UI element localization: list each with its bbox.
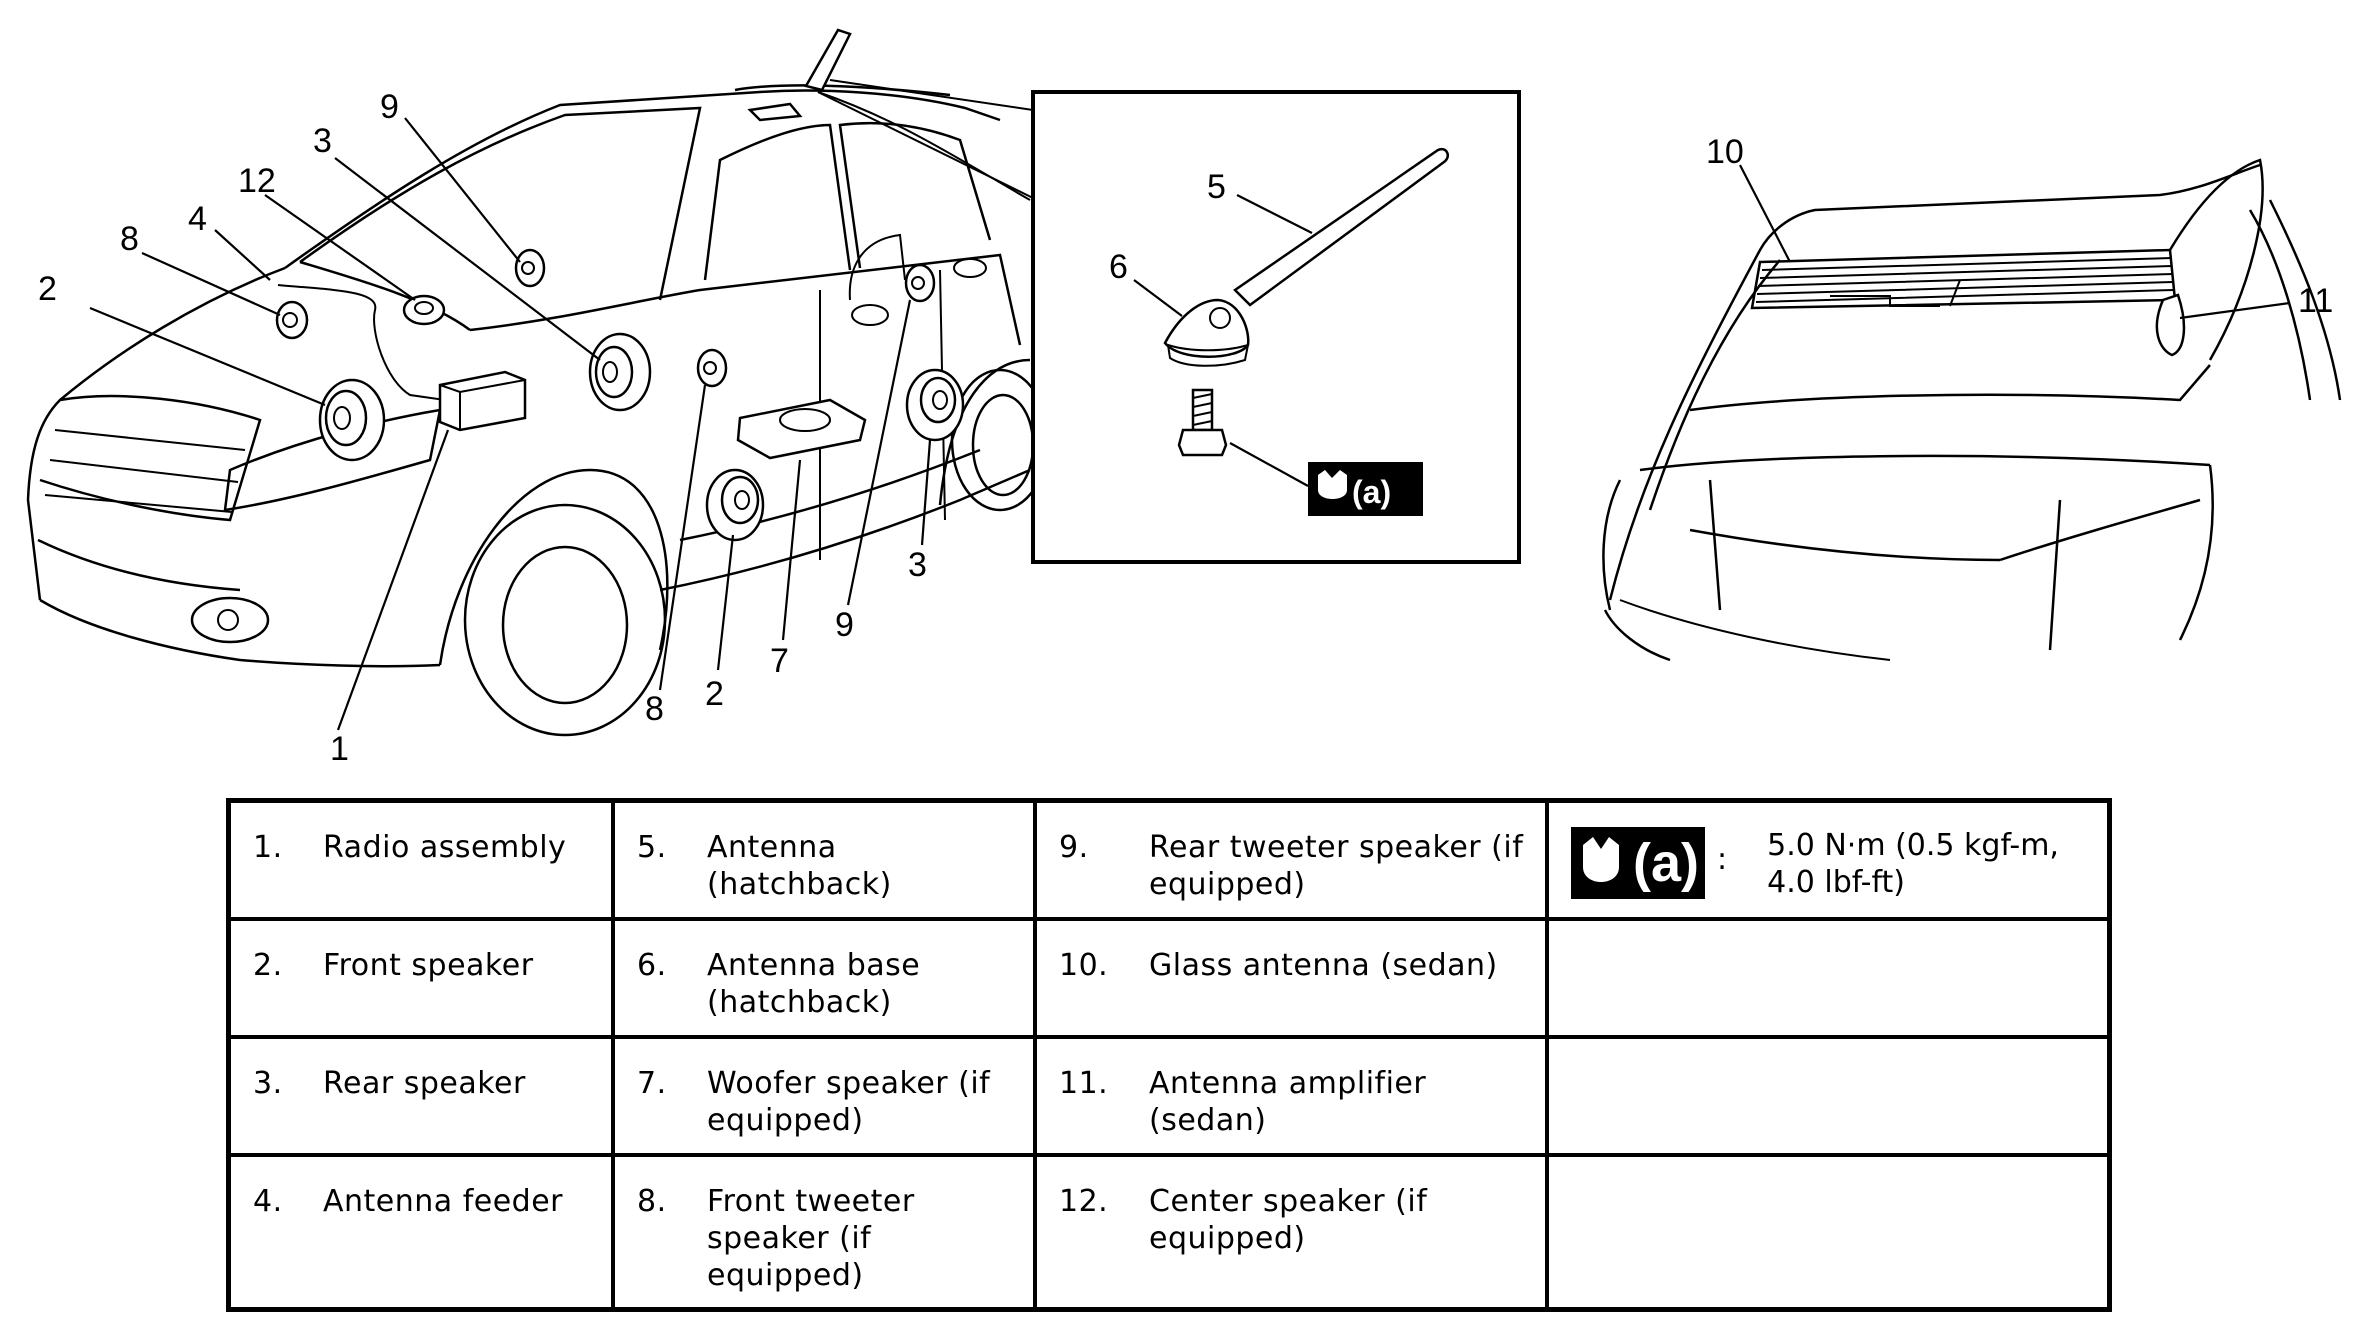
speaker-antenna-layout-diagram: 2 8 4 12 3 9 1 8 2 7 9 3 (a) 5 6: [26, 28, 2342, 768]
empty-cell: [1545, 1153, 2112, 1312]
empty-cell: [1545, 1035, 2112, 1157]
callout-9-rear-tweeter: 9: [380, 88, 399, 126]
wrench-icon: [1583, 837, 1619, 882]
legend-item-7: 7.Woofer speaker (if equipped): [637, 1066, 991, 1138]
legend-item-9: 9.Rear tweeter speaker (if equipped): [1059, 830, 1524, 902]
callout-6-antenna-base: 6: [1109, 248, 1128, 286]
callout-5-antenna: 5: [1207, 168, 1226, 206]
callout-8-front-tweeter-lower: 8: [645, 690, 664, 728]
torque-value: 5.0 N·m (0.5 kgf-m, 4.0 lbf-ft): [1767, 828, 2059, 900]
sedan-rear-drawing: 10 11: [1602, 133, 2342, 662]
parts-legend-table: 1.Radio assembly 5.Antenna (hatchback) 9…: [226, 798, 2112, 1312]
callout-3-rear-speaker-lower: 3: [908, 546, 927, 584]
legend-item-11: 11.Antenna amplifier (sedan): [1059, 1066, 1427, 1138]
table-row: 4.Antenna feeder 8.Front tweeter speaker…: [226, 1153, 2112, 1312]
legend-item-2: 2.Front speaker: [253, 948, 534, 983]
callout-2-front-speaker-lower: 2: [705, 675, 724, 713]
callout-4-antenna-feeder: 4: [188, 200, 207, 238]
callout-1-radio-assembly: 1: [330, 730, 349, 768]
table-row: 1.Radio assembly 5.Antenna (hatchback) 9…: [226, 798, 2112, 921]
legend-item-8: 8.Front tweeter speaker (if equipped): [637, 1184, 915, 1293]
callout-9-rear-tweeter-lower: 9: [835, 606, 854, 644]
callout-10-glass-antenna: 10: [1706, 133, 1744, 171]
legend-item-12: 12.Center speaker (if equipped): [1059, 1184, 1428, 1256]
callout-3-rear-speaker: 3: [313, 122, 332, 160]
table-row: 2.Front speaker 6.Antenna base (hatchbac…: [226, 917, 2112, 1039]
torque-spec: (a) : 5.0 N·m (0.5 kgf-m, 4.0 lbf-ft): [1549, 803, 2107, 901]
callout-11-antenna-amplifier: 11: [2298, 282, 2333, 320]
table-row: 3.Rear speaker 7.Woofer speaker (if equi…: [226, 1035, 2112, 1157]
callout-7-woofer: 7: [770, 642, 789, 680]
callout-2-front-speaker: 2: [38, 270, 57, 308]
empty-cell: [1545, 917, 2112, 1039]
legend-item-4: 4.Antenna feeder: [253, 1184, 564, 1219]
legend-item-1: 1.Radio assembly: [253, 830, 567, 865]
legend-item-10: 10.Glass antenna (sedan): [1059, 948, 1498, 983]
callout-12-center-speaker: 12: [238, 162, 276, 200]
legend-item-3: 3.Rear speaker: [253, 1066, 526, 1101]
torque-wrench-badge: (a): [1571, 827, 1705, 899]
inset-torque-badge: (a): [1352, 474, 1391, 510]
legend-item-5: 5.Antenna (hatchback): [637, 830, 892, 902]
callout-8-front-tweeter: 8: [120, 220, 139, 258]
legend-item-6: 6.Antenna base (hatchback): [637, 948, 921, 1020]
hatchback-car-drawing: 2 8 4 12 3 9 1 8 2 7 9 3: [26, 28, 1050, 768]
antenna-detail-inset: (a) 5 6: [817, 79, 1521, 564]
